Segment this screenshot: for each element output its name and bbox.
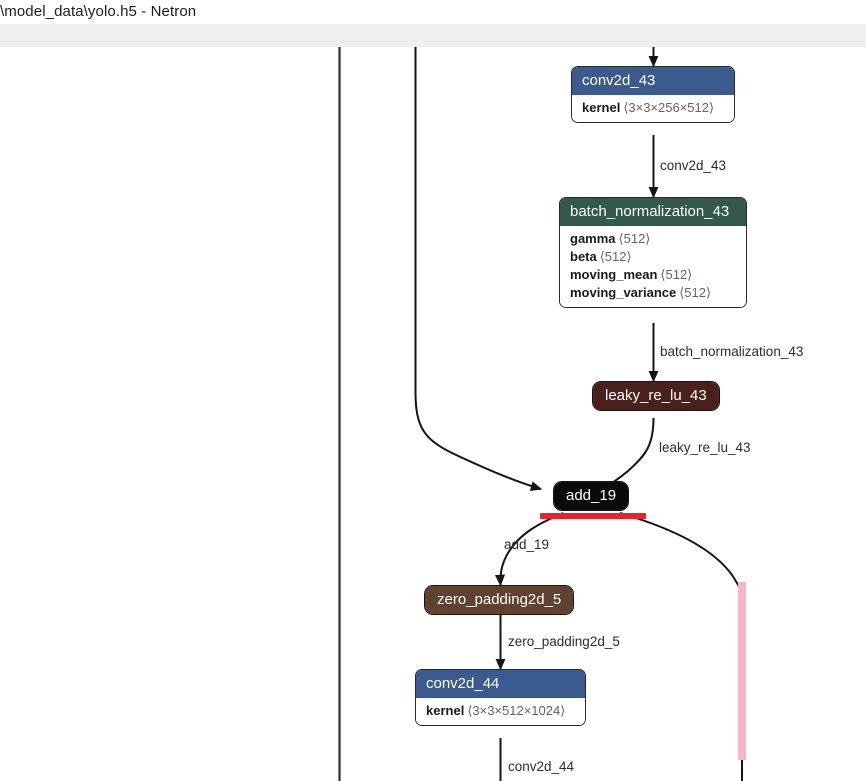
edge-label-conv2d_44: conv2d_44: [508, 759, 575, 774]
node-attributes: gamma⟨512⟩ beta⟨512⟩ moving_mean⟨512⟩ mo…: [560, 226, 746, 307]
window-title-bar: \model_data\yolo.h5 - Netron: [0, 0, 866, 24]
edge-label-add_19: add_19: [504, 537, 550, 552]
attribute-name: moving_variance: [570, 285, 677, 300]
graph-node-zero_padding2d_5[interactable]: zero_padding2d_5: [424, 585, 575, 615]
attribute-name: gamma: [570, 231, 616, 246]
graph-node-batch_normalization_43[interactable]: batch_normalization_43 gamma⟨512⟩ beta⟨5…: [559, 197, 747, 308]
graph-canvas[interactable]: conv2d_43 kernel⟨3×3×256×512⟩ batch_norm…: [0, 47, 866, 781]
node-attribute-row: moving_variance⟨512⟩: [570, 284, 736, 302]
graph-node-leaky_re_lu_43[interactable]: leaky_re_lu_43: [592, 381, 720, 411]
window-title: \model_data\yolo.h5 - Netron: [0, 3, 197, 20]
edge-label-conv2d_43: conv2d_43: [660, 158, 727, 173]
attribute-value: ⟨512⟩: [618, 231, 651, 246]
node-attributes: kernel⟨3×3×512×1024⟩: [416, 698, 585, 725]
graph-edges: [338, 47, 743, 781]
attribute-value: ⟨512⟩: [679, 285, 712, 300]
node-title: batch_normalization_43: [560, 198, 746, 226]
graph-node-conv2d_43[interactable]: conv2d_43 kernel⟨3×3×256×512⟩: [571, 66, 735, 123]
node-title: conv2d_44: [416, 670, 585, 698]
edge-rail-left-inner-to-add: [414, 47, 543, 492]
attribute-value: ⟨512⟩: [599, 249, 632, 264]
node-title: zero_padding2d_5: [425, 586, 574, 614]
node-attribute-row: kernel⟨3×3×512×1024⟩: [426, 702, 575, 720]
node-attribute-row: beta⟨512⟩: [570, 248, 736, 266]
edge-add-to-zeropad: [494, 512, 564, 587]
graph-node-conv2d_44[interactable]: conv2d_44 kernel⟨3×3×512×1024⟩: [415, 669, 586, 726]
node-title: add_19: [554, 482, 629, 510]
node-title: leaky_re_lu_43: [593, 382, 719, 410]
edge-label-zero_padding2d_5: zero_padding2d_5: [508, 634, 620, 649]
attribute-name: kernel: [426, 703, 465, 718]
add-node-red-underline-annotation: [540, 513, 646, 519]
attribute-name: beta: [570, 249, 597, 264]
node-attribute-row: moving_mean⟨512⟩: [570, 266, 736, 284]
graph-node-add_19[interactable]: add_19: [553, 481, 630, 511]
attribute-value: ⟨512⟩: [660, 267, 693, 282]
edge-label-batch_normalization_43: batch_normalization_43: [660, 344, 804, 359]
node-title: conv2d_43: [572, 67, 734, 95]
highlight-bar-pink: [738, 582, 746, 760]
attribute-name: kernel: [582, 100, 621, 115]
edge-add-to-right-branch: [619, 512, 743, 590]
node-attributes: kernel⟨3×3×256×512⟩: [572, 95, 734, 122]
attribute-value: ⟨3×3×256×512⟩: [623, 100, 715, 115]
edge-label-leaky_re_lu_43: leaky_re_lu_43: [659, 440, 751, 455]
attribute-value: ⟨3×3×512×1024⟩: [467, 703, 566, 718]
toolbar[interactable]: [0, 24, 866, 47]
attribute-name: moving_mean: [570, 267, 658, 282]
node-attribute-row: kernel⟨3×3×256×512⟩: [582, 99, 724, 117]
node-attribute-row: gamma⟨512⟩: [570, 230, 736, 248]
